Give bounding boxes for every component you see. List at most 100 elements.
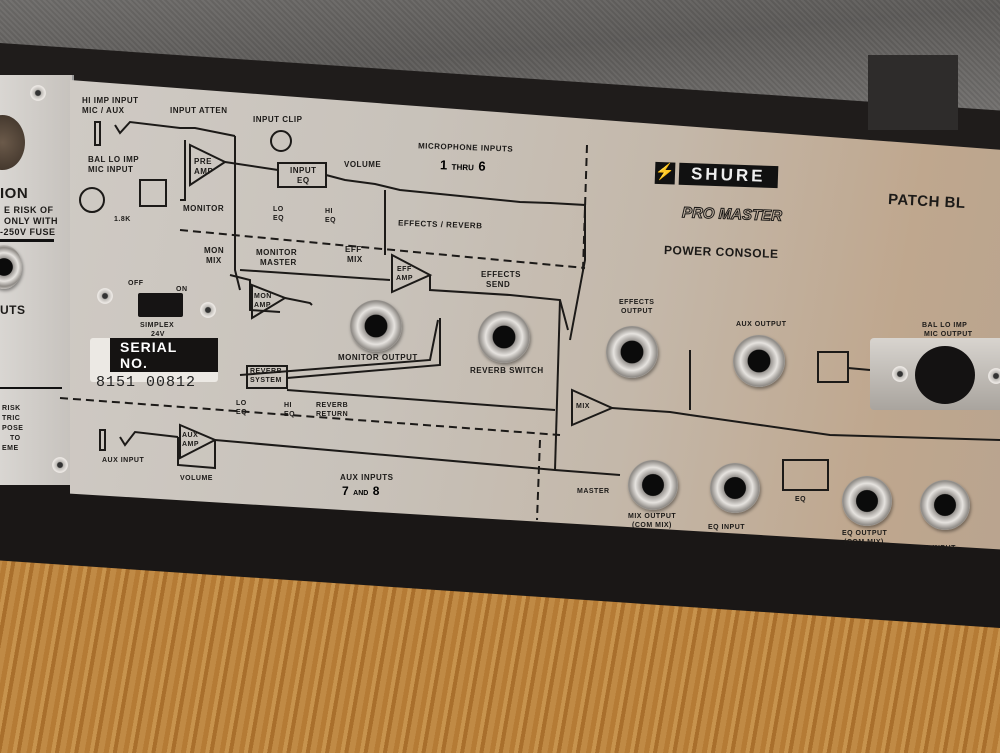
monitor-output-jack[interactable]	[350, 300, 402, 352]
warning-heading: ION	[0, 185, 29, 202]
xlr-screw	[988, 368, 1000, 384]
xlr-socket[interactable]	[915, 346, 975, 404]
shure-logo-icon: ⚡	[654, 161, 676, 185]
serial-number-sticker: SERIAL NO. 8151 00812	[90, 338, 218, 391]
lo-eq-label-2: EQ	[273, 215, 285, 222]
warning-line: ONLY WITH	[4, 216, 59, 226]
eff-mix-label-2: MIX	[347, 255, 363, 264]
monitor-output-label: MONITOR OUTPUT	[338, 353, 418, 362]
eq-input-jack[interactable]	[710, 463, 760, 513]
monitor-master-label-2: MASTER	[260, 258, 297, 267]
hi-imp-input-sublabel: MIC / AUX	[82, 106, 125, 115]
simplex-voltage-label: 24V	[151, 331, 165, 338]
eff-mix-label: EFF	[345, 245, 362, 254]
reverb-switch-jack[interactable]	[478, 311, 530, 363]
eq-output-jack[interactable]	[842, 476, 892, 526]
input-atten-label: INPUT ATTEN	[170, 106, 228, 115]
bal-lo-imp-label: BAL LO IMP	[88, 155, 140, 164]
left-power-panel: ION E RISK OF ONLY WITH -250V FUSE UTS R…	[0, 75, 74, 485]
effects-output-jack[interactable]	[606, 326, 658, 378]
simplex-24v-switch[interactable]	[138, 293, 183, 317]
range-from: 7	[342, 484, 349, 498]
divider	[0, 239, 54, 242]
aux-amp-label-2: AMP	[182, 441, 200, 448]
eq-output-label: EQ OUTPUT	[842, 530, 888, 537]
mix-output-jack[interactable]	[628, 460, 678, 510]
warning-text: RISK	[2, 405, 21, 412]
range-from: 1	[439, 157, 448, 173]
pre-amp-label: PRE	[194, 157, 212, 166]
serial-heading: SERIAL NO.	[110, 338, 218, 372]
volume-label: VOLUME	[344, 160, 382, 169]
input-eq-label: INPUT	[290, 166, 317, 175]
hi-eq-label: HI	[325, 208, 333, 215]
warning-line: -250V FUSE	[0, 227, 56, 237]
mix-output-label: MIX OUTPUT	[628, 513, 677, 520]
mon-mix-label-2: MIX	[206, 256, 222, 265]
pre-amp-label-2: AMP	[194, 167, 214, 176]
effects-output-label-2: OUTPUT	[621, 308, 653, 315]
pa-input-label: PA INPUT	[920, 545, 956, 552]
shure-logo: ⚡ SHURE	[654, 161, 778, 189]
mix-amp-label: MIX	[576, 403, 590, 410]
range-and: AND	[353, 490, 369, 497]
eq-output-sublabel: (COM MIX)	[844, 539, 884, 546]
reverb-hi-eq-label-2: EQ	[284, 411, 296, 418]
xlr-mic-output-connector[interactable]	[870, 338, 1000, 410]
panel-screw[interactable]	[52, 457, 68, 473]
mon-mix-label: MON	[204, 246, 225, 255]
reverb-return-label: REVERB	[316, 402, 349, 409]
panel-screw[interactable]	[97, 288, 113, 304]
warning-line: E RISK OF	[4, 205, 54, 215]
resistor-value-label: 1.8K	[114, 216, 131, 223]
mon-amp-label-2: AMP	[254, 302, 272, 309]
reverb-lo-eq-label: LO	[236, 400, 247, 407]
divider	[0, 387, 62, 389]
effects-output-label: EFFECTS	[619, 299, 655, 306]
aux-volume-label: VOLUME	[180, 475, 213, 482]
effects-send-label: EFFECTS	[481, 270, 521, 279]
lo-eq-label: LO	[273, 206, 284, 213]
panel-screw[interactable]	[30, 85, 46, 101]
hi-imp-input-label: HI IMP INPUT	[82, 96, 139, 105]
eff-amp-label-2: AMP	[396, 275, 414, 282]
rear-panel-faceplate	[70, 80, 1000, 550]
simplex-off-label: OFF	[128, 280, 144, 287]
bal-lo-imp-output-label: BAL LO IMP	[922, 322, 968, 329]
warning-text: TO	[10, 435, 21, 442]
pa-input-jack[interactable]	[920, 480, 970, 530]
reverb-lo-eq-label-2: EQ	[236, 409, 248, 416]
simplex-label: SIMPLEX	[140, 322, 175, 329]
xlr-screw	[892, 366, 908, 382]
aux-output-label: AUX OUTPUT	[736, 321, 787, 328]
serial-number: 8151 00812	[96, 374, 197, 391]
outputs-label: UTS	[0, 303, 26, 317]
master-label: MASTER	[577, 488, 610, 495]
reverb-return-label-2: RETURN	[316, 411, 349, 418]
reverb-system-label: REVERB	[250, 368, 283, 375]
left-output-jack[interactable]	[0, 245, 22, 289]
monitor-label: MONITOR	[183, 204, 225, 213]
pro-master-logo: PRO MASTER	[681, 204, 783, 225]
eq-label: EQ	[795, 496, 807, 503]
bal-lo-imp-output-label-2: MIC OUTPUT	[924, 331, 973, 338]
effects-send-label-2: SEND	[486, 280, 511, 289]
mix-output-sublabel: (COM MIX)	[632, 522, 672, 529]
shure-logo-text: SHURE	[678, 162, 778, 189]
aux-inputs-title: AUX INPUTS	[340, 473, 394, 482]
aux-output-jack[interactable]	[733, 335, 785, 387]
simplex-on-label: ON	[176, 286, 188, 293]
mon-amp-label: MON	[254, 293, 272, 300]
black-tape-patch	[868, 55, 958, 130]
bal-lo-imp-sublabel: MIC INPUT	[88, 165, 134, 174]
warning-text: EME	[2, 445, 19, 452]
input-eq-label-2: EQ	[297, 176, 310, 185]
range-to: 6	[478, 158, 486, 174]
eff-amp-label: EFF	[397, 266, 412, 273]
reverb-hi-eq-label: HI	[284, 402, 292, 409]
panel-screw[interactable]	[200, 302, 216, 318]
warning-text: TRIC	[2, 415, 21, 422]
range-to: 8	[372, 484, 380, 498]
